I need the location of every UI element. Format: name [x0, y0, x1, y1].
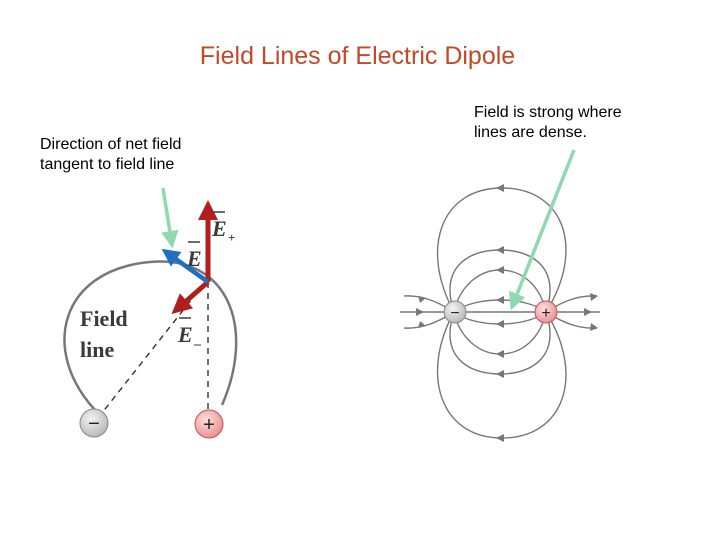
arrowhead-near-bottom: [496, 320, 504, 328]
e-minus-label: E: [177, 322, 193, 347]
arrowhead-near-top: [496, 296, 504, 304]
density-note: Field is strong where lines are dense.: [474, 103, 674, 143]
left-positive-charge-sign: +: [203, 414, 215, 436]
left-negative-charge-sign: −: [88, 413, 100, 435]
left-field-line: [63, 260, 238, 411]
e-net-vector-arrow: [161, 248, 210, 284]
arrowhead-in-left-bottom: [418, 321, 426, 328]
field-line-mid-top: [449, 249, 551, 313]
left-negative-charge: −: [79, 408, 109, 438]
right-negative-charge: −: [443, 300, 467, 324]
field-direction-arrowheads: [416, 184, 598, 442]
arrowhead-in-left: [416, 308, 424, 316]
field-line-inner-bottom: [453, 311, 547, 355]
left-positive-charge: +: [194, 409, 224, 439]
right-negative-charge-sign: −: [450, 305, 459, 322]
arrowhead-out-right-bottom: [590, 323, 598, 331]
field-line-inner-top: [453, 269, 547, 313]
arrowhead-mid-top: [496, 246, 504, 254]
arrowhead-out-right-top: [590, 293, 598, 301]
tangent-note: Direction of net field tangent to field …: [40, 135, 240, 175]
field-line-mid-bottom: [449, 311, 551, 375]
tangent-note-line-1: Direction of net field: [40, 136, 182, 153]
e-minus-subscript: –: [193, 337, 202, 352]
right-positive-charge: +: [534, 300, 558, 324]
arrowhead-inner-top: [496, 266, 504, 274]
e-plus-label: E: [211, 216, 227, 241]
e-minus-vector-arrow: [171, 280, 210, 314]
negative-charge-dashed-line: [97, 279, 208, 419]
slide-title: Field Lines of Electric Dipole: [199, 42, 516, 70]
density-pointer-arrow: [509, 149, 576, 311]
arrowhead-in-left-top: [418, 296, 426, 303]
density-note-line-1: Field is strong where: [474, 104, 622, 121]
field-line-label-2: line: [80, 337, 114, 362]
density-note-line-2: lines are dense.: [474, 124, 587, 141]
arrowhead-outer-top: [496, 184, 504, 192]
arrowhead-inner-bottom: [496, 350, 504, 358]
left-dipole-diagram: E + E E – Field line − +: [63, 200, 238, 439]
field-line-label-1: Field: [80, 306, 128, 331]
tangent-pointer-arrow: [161, 187, 179, 249]
right-positive-charge-sign: +: [541, 305, 550, 322]
e-net-label: E: [186, 246, 202, 271]
e-plus-subscript: +: [228, 230, 235, 245]
arrowhead-out-right: [584, 308, 592, 316]
arrowhead-mid-bottom: [496, 370, 504, 378]
arrowhead-outer-bottom: [496, 434, 504, 442]
tangent-note-line-2: tangent to field line: [40, 156, 175, 173]
right-dipole-field-diagram: [400, 187, 600, 439]
